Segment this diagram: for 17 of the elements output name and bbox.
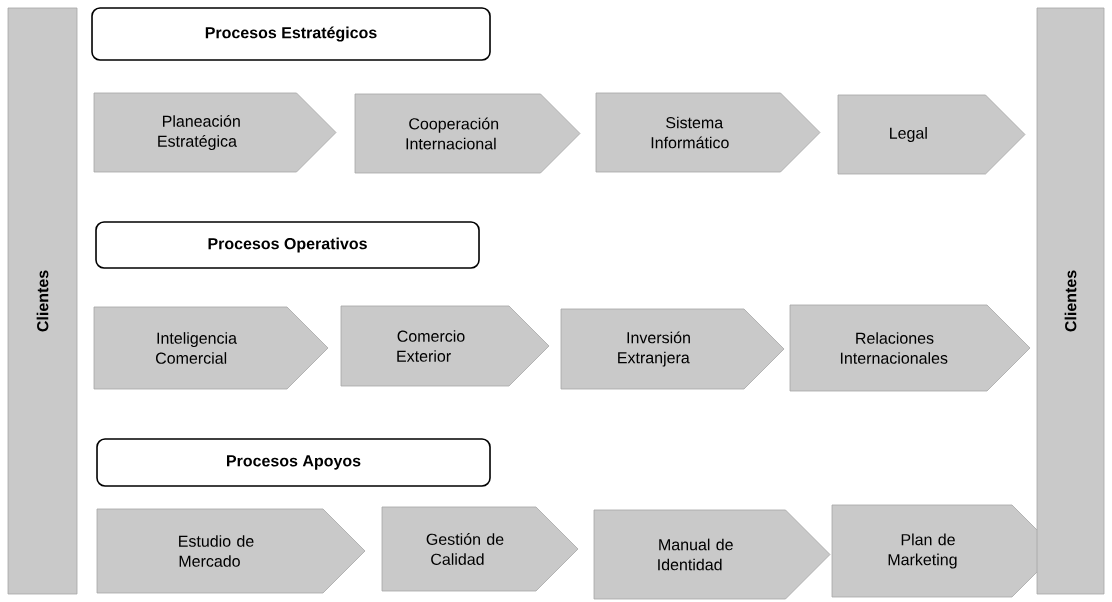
process-step: Manual de Identidad — [593, 509, 831, 600]
process-step: Plan de Marketing — [831, 504, 1059, 598]
client-bar: Clientes — [7, 7, 78, 595]
section-heading-box: Procesos Apoyos — [96, 438, 491, 487]
section-heading-box: Procesos Operativos — [95, 221, 480, 269]
process-step: Planeación Estratégica — [93, 92, 337, 173]
process-step: Inteligencia Comercial — [93, 306, 329, 390]
section-heading-box: Procesos Estratégicos — [91, 7, 491, 61]
process-step: Cooperación Internacional — [354, 93, 581, 174]
process-step: Inversión Extranjera — [560, 308, 785, 390]
process-step: Gestión de Calidad — [381, 506, 579, 592]
process-step: Estudio de Mercado — [96, 508, 366, 594]
process-step: Relaciones Internacionales — [789, 304, 1031, 392]
process-step: Legal — [837, 94, 1026, 175]
process-step: Comercio Exterior — [340, 305, 550, 387]
process-step: Sistema Informático — [595, 92, 821, 173]
client-bar: Clientes — [1036, 7, 1105, 595]
